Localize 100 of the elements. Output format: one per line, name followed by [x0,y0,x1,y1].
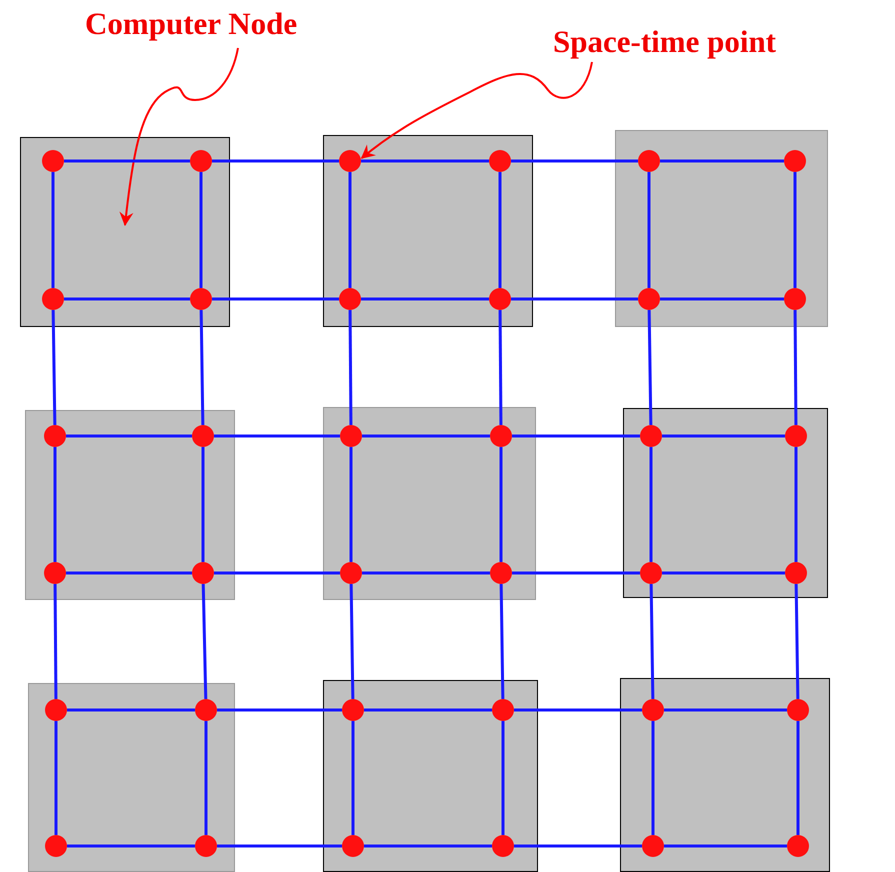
lattice-link [660,160,784,162]
lattice-link [67,708,195,712]
lattice-link [361,160,489,162]
space-time-point-dot [642,699,664,721]
lattice-link [362,434,490,438]
lattice-link [511,160,638,162]
lattice-link [350,584,354,700]
lattice-link [202,584,208,700]
lattice-link [664,844,787,848]
lattice-link [348,172,352,288]
lattice-link [362,572,490,574]
lattice-link [794,447,798,562]
computer-node-box [28,683,235,872]
lattice-link [660,298,784,300]
space-time-point-dot [190,150,212,172]
space-time-point-dot [640,425,662,447]
lattice-link [52,172,54,288]
lattice-link [212,160,339,162]
space-time-point-dot [192,562,214,584]
space-time-point-dot [42,150,64,172]
space-time-point-dot [492,699,514,721]
space-time-point-dot [490,425,512,447]
lattice-link [64,160,190,162]
lattice-link [200,310,204,426]
lattice-link [66,572,192,574]
lattice-link [204,721,208,835]
computer-node-box [323,680,538,872]
space-time-point-dot [340,425,362,447]
space-time-point-dot [44,562,66,584]
lattice-link [794,584,800,700]
space-time-point-dot [342,699,364,721]
lattice-link [54,721,58,835]
space-time-point-dot [342,835,364,857]
lattice-link [214,434,340,438]
space-time-point-dot [45,835,67,857]
space-time-point-dot [489,288,511,310]
lattice-link [64,298,190,300]
lattice-link [796,721,800,835]
space-time-point-dot [638,150,660,172]
computer-node-box [623,408,828,598]
space-time-point-dot [785,562,807,584]
lattice-link [214,572,340,574]
space-time-point-dot [340,562,362,584]
lattice-link [502,721,504,835]
lattice-link [67,844,195,848]
computer-node-box [323,135,533,327]
lattice-link [54,584,58,700]
lattice-link [212,298,339,300]
space-time-point-dot [492,835,514,857]
lattice-link [364,844,492,848]
computer-node-box [620,678,830,872]
leader-arrow [360,62,593,159]
space-time-point-dot [787,699,809,721]
space-time-point-dot [784,288,806,310]
lattice-link [648,310,652,426]
space-time-point-dot [640,562,662,584]
lattice-link [512,572,640,574]
space-time-point-dot [195,699,217,721]
space-time-point-dot [642,835,664,857]
lattice-link [202,447,204,562]
space-time-point-dot [339,150,361,172]
lattice-link [648,172,650,288]
space-time-point-dot [785,425,807,447]
lattice-link [511,298,638,300]
lattice-link [350,447,352,562]
lattice-link [52,310,56,426]
lattice-link [364,708,492,712]
lattice-link [54,447,56,562]
lattice-link [361,298,489,300]
lattice-link [217,708,342,712]
lattice-link [794,310,798,426]
lattice-link [794,172,796,288]
lattice-link [352,721,354,835]
space-time-point-dot [195,835,217,857]
computer-node-box [323,407,536,600]
space-time-point-dot [787,835,809,857]
space-time-point-dot [489,150,511,172]
lattice-link [498,172,502,288]
lattice-link [664,708,787,712]
lattice-link [500,584,504,700]
lattice-link [500,447,502,562]
callout-label: Computer Node [85,6,298,42]
lattice-link [498,310,502,426]
lattice-link [652,721,654,835]
computer-node-box [615,130,828,327]
space-time-point-dot [784,150,806,172]
leader-arrow [119,48,239,226]
space-time-point-dot [45,699,67,721]
space-time-point-dot [339,288,361,310]
computer-node-box [20,137,230,327]
callout-label: Space-time point [553,24,776,60]
lattice-link [514,844,642,848]
space-time-point-dot [44,425,66,447]
computer-node-box [25,410,235,600]
space-time-point-dot [42,288,64,310]
space-time-point-dot [190,288,212,310]
space-time-point-dot [490,562,512,584]
lattice-link [512,434,640,438]
lattice-link [217,844,342,848]
space-time-point-dot [638,288,660,310]
